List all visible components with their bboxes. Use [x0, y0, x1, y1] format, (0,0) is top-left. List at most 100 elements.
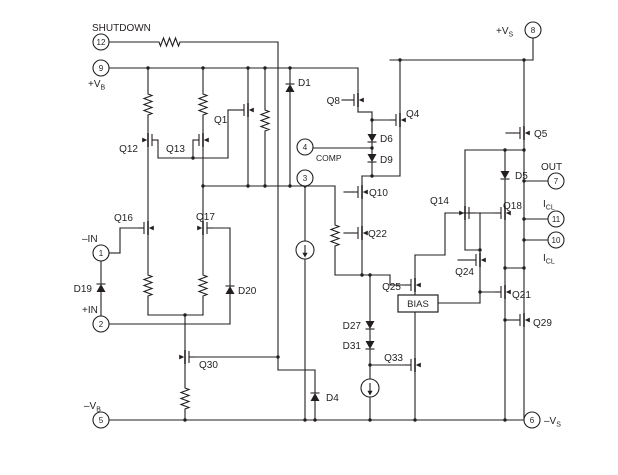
diode-d9-label: D9 — [380, 155, 393, 166]
transistor-q13: Q13 — [166, 129, 210, 155]
transistor-q29-label: Q29 — [533, 318, 552, 329]
current-source-1 — [295, 240, 315, 260]
shutdown-label: SHUTDOWN — [92, 23, 151, 34]
diode-d1: D1 — [284, 77, 311, 99]
in-plus-label: +IN — [82, 305, 98, 316]
transistor-q21-label: Q21 — [512, 290, 531, 301]
diode-d31-label: D31 — [343, 341, 362, 352]
pin-7: 7 — [547, 172, 565, 190]
transistor-q13-label: Q13 — [166, 144, 185, 155]
transistor-q4: Q4 — [389, 109, 420, 131]
transistor-q5: Q5 — [513, 122, 548, 144]
diode-d4-label: D4 — [326, 393, 339, 404]
transistor-q1: Q1 — [214, 99, 255, 126]
transistor-q17-label: Q17 — [196, 212, 215, 223]
transistor-q24: Q24 — [455, 249, 487, 278]
transistor-q1-label: Q1 — [214, 115, 228, 126]
pin-3: 3 — [296, 169, 314, 187]
diode-d6-label: D6 — [380, 134, 393, 145]
svg-text:5: 5 — [99, 416, 104, 425]
wires — [100, 37, 549, 421]
transistor-q10: Q10 — [351, 181, 388, 203]
svg-text:4: 4 — [303, 143, 308, 152]
transistor-q25-label: Q25 — [382, 282, 401, 293]
resistor-r1 — [143, 89, 153, 119]
vs-minus-label: –VS — [544, 416, 561, 429]
diode-d20-label: D20 — [238, 286, 257, 297]
current-source-2 — [360, 378, 380, 398]
vb-minus-label: –VB — [84, 401, 101, 414]
pin-1: 1 — [92, 244, 110, 262]
diode-d5-label: D5 — [515, 171, 528, 182]
transistor-q4-label: Q4 — [406, 109, 420, 120]
diode-d27-label: D27 — [343, 321, 362, 332]
diode-d5: D5 — [499, 164, 528, 186]
resistor-r2 — [198, 89, 208, 119]
transistor-q14-label: Q14 — [430, 196, 449, 207]
diode-d27: D27 — [343, 314, 376, 336]
bias-label: BIAS — [407, 299, 429, 310]
pin-9: 9 — [92, 59, 110, 77]
transistor-q8: Q8 — [327, 89, 365, 111]
resistor-r4 — [143, 270, 153, 300]
transistor-q8-label: Q8 — [327, 96, 341, 107]
svg-text:6: 6 — [530, 416, 535, 425]
pin-4: 4 — [296, 138, 314, 156]
transistor-q30: Q30 — [178, 346, 218, 371]
transistor-q16: Q16 — [114, 213, 155, 239]
in-minus-label: –IN — [82, 234, 98, 245]
transistor-q5-label: Q5 — [534, 129, 548, 140]
pin-12: 12 — [92, 33, 110, 51]
junction-dots — [146, 58, 526, 422]
transistor-q29: Q29 — [513, 309, 552, 331]
transistor-q25: Q25 — [382, 274, 422, 296]
transistor-q10-label: Q10 — [369, 188, 388, 199]
transistor-q12: Q12 — [119, 129, 159, 155]
comp-label: COMP — [316, 153, 342, 163]
transistor-q22: Q22 — [351, 222, 387, 244]
transistor-q17: Q17 — [196, 212, 215, 239]
pin-2: 2 — [92, 315, 110, 333]
resistor-r7 — [180, 383, 190, 413]
svg-text:11: 11 — [552, 215, 561, 224]
vb-plus-label: +VB — [88, 79, 106, 92]
diode-d9: D9 — [366, 147, 393, 169]
diode-d6: D6 — [366, 127, 393, 149]
pin-10: 10 — [547, 231, 565, 249]
diode-d31: D31 — [343, 334, 376, 356]
diode-d20: D20 — [224, 279, 257, 301]
transistor-q33: Q33 — [384, 353, 422, 376]
icl-bottom-label: ICL — [543, 253, 555, 266]
svg-text:8: 8 — [531, 26, 536, 35]
pin-8: 8 — [524, 21, 542, 39]
pin-6: 6 — [523, 411, 541, 429]
resistor-r6 — [330, 220, 340, 250]
diode-d19: D19 — [74, 277, 107, 299]
svg-text:1: 1 — [99, 249, 104, 258]
transistor-q24-label: Q24 — [455, 267, 474, 278]
diode-d4: D4 — [309, 386, 339, 408]
svg-text:3: 3 — [303, 174, 308, 183]
resistor-r5 — [198, 270, 208, 300]
transistor-q14: Q14 — [430, 196, 476, 224]
transistor-q18-label: Q18 — [503, 201, 522, 212]
diode-d1-label: D1 — [298, 78, 311, 89]
svg-text:7: 7 — [554, 177, 559, 186]
svg-text:12: 12 — [97, 38, 106, 47]
svg-text:10: 10 — [552, 236, 561, 245]
svg-text:2: 2 — [99, 320, 104, 329]
transistor-q18: Q18 — [494, 201, 522, 224]
pin-11: 11 — [547, 210, 565, 228]
vs-plus-label: +VS — [496, 26, 514, 39]
transistor-q12-label: Q12 — [119, 144, 138, 155]
transistor-q21: Q21 — [494, 281, 531, 303]
transistor-q33-label: Q33 — [384, 353, 403, 364]
resistor-r3 — [260, 105, 270, 135]
diode-d19-label: D19 — [74, 284, 93, 295]
svg-text:9: 9 — [99, 64, 104, 73]
resistor-shutdown — [155, 37, 185, 47]
out-label: OUT — [541, 162, 562, 173]
transistor-q22-label: Q22 — [368, 229, 387, 240]
